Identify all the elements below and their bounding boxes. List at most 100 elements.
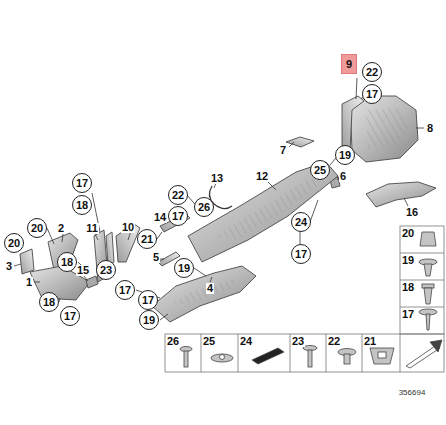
illustration-stroke bbox=[47, 228, 54, 244]
illustration-stroke bbox=[400, 334, 401, 372]
callout-circle: 19 bbox=[335, 145, 355, 165]
illustration-stroke bbox=[400, 280, 444, 281]
callout-number: 21 bbox=[141, 234, 153, 245]
callout-number: 18 bbox=[61, 257, 73, 268]
illustration-stroke bbox=[370, 348, 394, 364]
illustration-stroke bbox=[84, 276, 88, 281]
callout-number: 22 bbox=[366, 67, 378, 78]
callout-number: 23 bbox=[100, 265, 112, 276]
callout-circle: 24 bbox=[291, 212, 311, 232]
part-number: 15 bbox=[76, 265, 90, 276]
leader-lines bbox=[14, 78, 424, 320]
illustration-stroke bbox=[184, 351, 188, 367]
table-cell-number: 22 bbox=[327, 336, 341, 347]
illustration-stroke bbox=[211, 354, 233, 362]
illustration-stroke bbox=[165, 334, 444, 372]
part-number: 1 bbox=[25, 277, 33, 288]
illustration-stroke bbox=[344, 354, 350, 364]
part-number: 3 bbox=[5, 261, 13, 272]
illustration-stroke bbox=[310, 200, 318, 222]
callout-circle: 17 bbox=[60, 306, 80, 326]
callout-circle: 17 bbox=[291, 244, 311, 264]
callout-circle: 17 bbox=[168, 206, 188, 226]
illustration-stroke bbox=[214, 183, 216, 188]
illustration-stroke bbox=[424, 264, 432, 276]
callout-number: 17 bbox=[64, 311, 76, 322]
illustration-stroke bbox=[416, 128, 424, 129]
part-number: 11 bbox=[85, 223, 99, 234]
illustration-stroke bbox=[400, 307, 444, 308]
table-cell-number: 18 bbox=[401, 282, 415, 293]
callout-circle: 20 bbox=[4, 233, 24, 253]
callout-number: 17 bbox=[142, 295, 154, 306]
illustration-stroke bbox=[430, 340, 442, 352]
table-cell-number: 19 bbox=[401, 255, 415, 266]
part-number: 7 bbox=[279, 145, 287, 156]
table-cell-number: 25 bbox=[202, 336, 216, 347]
illustration-stroke bbox=[86, 276, 98, 288]
illustration-stroke bbox=[62, 234, 63, 242]
illustration-stroke bbox=[342, 96, 364, 152]
illustration-stroke bbox=[378, 352, 386, 358]
table-cell-number: 20 bbox=[401, 228, 415, 239]
callout-circle: 19 bbox=[174, 258, 194, 278]
illustration-stroke bbox=[170, 278, 240, 306]
illustration-stroke bbox=[308, 350, 312, 367]
callout-number: 19 bbox=[339, 150, 351, 161]
part-number: 5 bbox=[152, 252, 160, 263]
callout-number: 19 bbox=[143, 315, 155, 326]
table-cell-number: 17 bbox=[401, 309, 415, 320]
illustration-stroke bbox=[424, 288, 432, 304]
part-number: 13 bbox=[210, 173, 224, 184]
callout-number: 17 bbox=[366, 89, 378, 100]
callout-circle: 22 bbox=[362, 62, 382, 82]
illustration-stroke bbox=[14, 264, 21, 266]
callout-number: 22 bbox=[172, 190, 184, 201]
illustration-stroke bbox=[422, 284, 434, 288]
part-number: 4 bbox=[206, 283, 214, 294]
drawing-number: 356694 bbox=[398, 389, 427, 397]
part-number: 16 bbox=[405, 207, 419, 218]
table-cell-number: 23 bbox=[291, 336, 305, 347]
callout-number: 17 bbox=[172, 211, 184, 222]
callout-circle: 17 bbox=[72, 173, 92, 193]
illustration-stroke bbox=[420, 232, 436, 246]
illustration-stroke bbox=[286, 137, 314, 147]
illustration-stroke bbox=[400, 253, 444, 254]
callout-circle: 17 bbox=[115, 280, 135, 300]
callout-number: 25 bbox=[314, 165, 326, 176]
callout-number: 20 bbox=[31, 223, 43, 234]
illustration-stroke bbox=[160, 314, 168, 320]
highlight-box: 9 bbox=[341, 54, 357, 74]
callout-number: 9 bbox=[346, 59, 352, 70]
illustration-stroke bbox=[59, 298, 60, 302]
callout-circle: 21 bbox=[137, 229, 157, 249]
callout-number: 24 bbox=[295, 217, 307, 228]
illustration-stroke bbox=[400, 226, 444, 334]
illustration-stroke bbox=[20, 249, 34, 274]
fastener-table bbox=[165, 226, 444, 372]
table-cell-number: 26 bbox=[166, 336, 180, 347]
illustration-stroke bbox=[160, 259, 164, 260]
callout-number: 18 bbox=[43, 297, 55, 308]
illustration-stroke bbox=[404, 198, 408, 206]
illustration-stroke bbox=[34, 282, 40, 283]
illustration-stroke bbox=[252, 348, 284, 364]
callout-circle: 22 bbox=[168, 185, 188, 205]
illustration-stroke bbox=[356, 78, 357, 99]
illustration-stroke bbox=[152, 266, 256, 322]
table-cell-number: 21 bbox=[363, 336, 377, 347]
callout-circle: 20 bbox=[27, 218, 47, 238]
part-number: 12 bbox=[255, 171, 269, 182]
callout-circle: 17 bbox=[138, 290, 158, 310]
callout-number: 19 bbox=[178, 263, 190, 274]
illustration-stroke bbox=[350, 96, 418, 162]
fastener-icons bbox=[180, 232, 442, 368]
part-number: 14 bbox=[153, 212, 167, 223]
heat-shields bbox=[20, 96, 436, 322]
part-number: 2 bbox=[57, 223, 65, 234]
callout-number: 26 bbox=[198, 202, 210, 213]
callout-circle: 18 bbox=[39, 292, 59, 312]
